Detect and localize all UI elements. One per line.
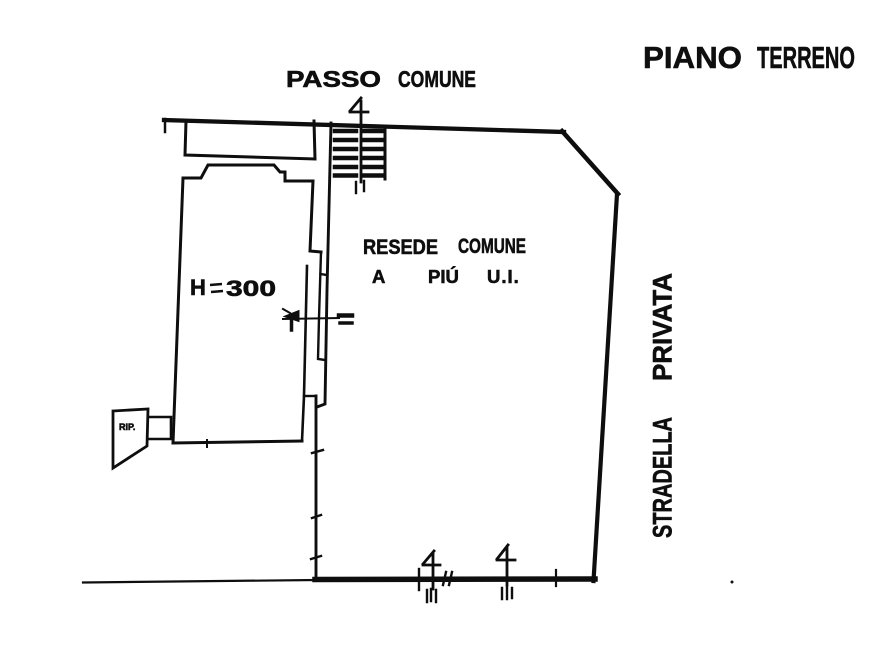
svg-text:300: 300 <box>226 276 276 301</box>
svg-text:H: H <box>190 275 207 300</box>
svg-text:RESEDE: RESEDE <box>363 236 438 259</box>
svg-text:TERRENO: TERRENO <box>757 40 855 75</box>
svg-text:COMUNE: COMUNE <box>458 235 526 258</box>
svg-text:A: A <box>372 266 385 287</box>
svg-text:RIP.: RIP. <box>119 422 135 432</box>
svg-text:COMUNE: COMUNE <box>398 66 476 92</box>
svg-text:PIANO: PIANO <box>643 40 742 75</box>
svg-text:STRADELLA: STRADELLA <box>648 417 678 538</box>
svg-text:PASSO: PASSO <box>286 66 381 92</box>
svg-text:PRIVATA: PRIVATA <box>648 273 678 381</box>
svg-text:U.I.: U.I. <box>487 266 520 287</box>
svg-text:PIÚ: PIÚ <box>428 266 459 287</box>
